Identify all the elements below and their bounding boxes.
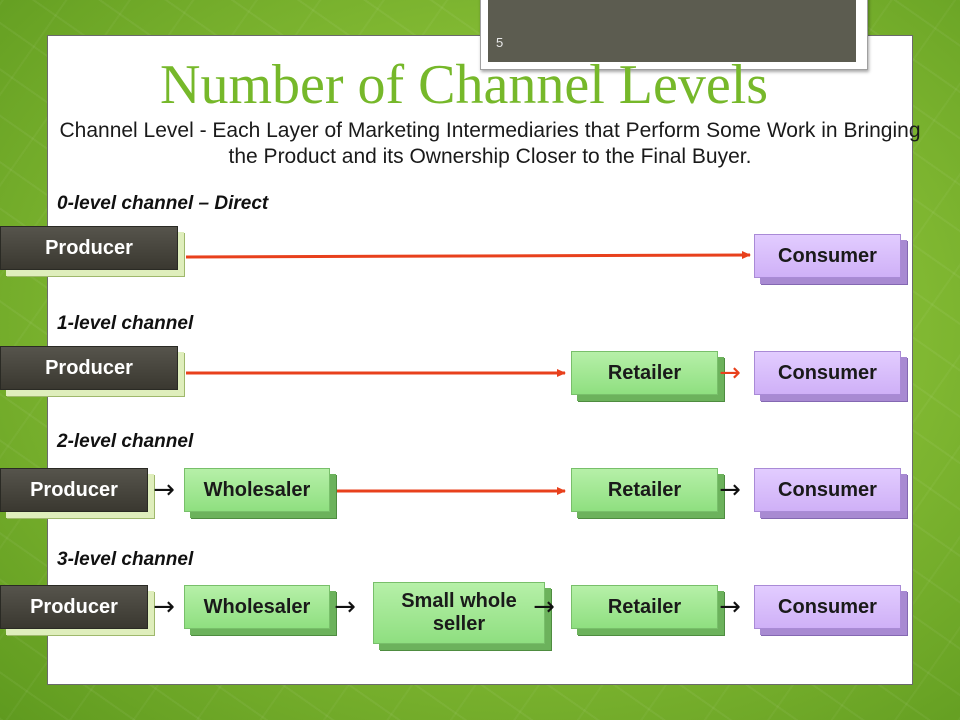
slide-number: 5 bbox=[496, 35, 504, 50]
page-title: Number of Channel Levels bbox=[160, 54, 769, 116]
level-2-label: 2-level channel bbox=[57, 431, 194, 452]
slide-tab-bar bbox=[488, 0, 856, 62]
level-1-producer-box: Producer bbox=[0, 346, 178, 390]
level-3-consumer-box: Consumer bbox=[754, 585, 901, 629]
level-3-label: 3-level channel bbox=[57, 549, 194, 570]
level-2-consumer-box: Consumer bbox=[754, 468, 901, 512]
arrow-right-icon: → bbox=[719, 358, 741, 388]
arrow-right-icon: → bbox=[334, 592, 356, 622]
arrow-right-icon: → bbox=[719, 592, 741, 622]
arrow-right-icon: → bbox=[153, 475, 175, 505]
level-3-wholesaler-box: Wholesaler bbox=[184, 585, 330, 629]
level-1-retailer-box: Retailer bbox=[571, 351, 718, 395]
level-1-label: 1-level channel bbox=[57, 313, 194, 334]
level-0-producer-box: Producer bbox=[0, 226, 178, 270]
level-2-wholesaler-box: Wholesaler bbox=[184, 468, 330, 512]
definition-text: Channel Level - Each Layer of Marketing … bbox=[59, 119, 921, 168]
arrow-right-icon: → bbox=[533, 592, 555, 622]
level-0-consumer-box: Consumer bbox=[754, 234, 901, 278]
level-2-producer-box: Producer bbox=[0, 468, 148, 512]
level-3-retailer-box: Retailer bbox=[571, 585, 718, 629]
level-0-label: 0-level channel – Direct bbox=[57, 193, 269, 214]
level-2-retailer-box: Retailer bbox=[571, 468, 718, 512]
level-1-consumer-box: Consumer bbox=[754, 351, 901, 395]
arrow-right-icon: → bbox=[153, 592, 175, 622]
level-3-small-wholesaler-box: Small whole seller bbox=[373, 582, 545, 644]
arrow-right-icon: → bbox=[719, 475, 741, 505]
level-3-producer-box: Producer bbox=[0, 585, 148, 629]
